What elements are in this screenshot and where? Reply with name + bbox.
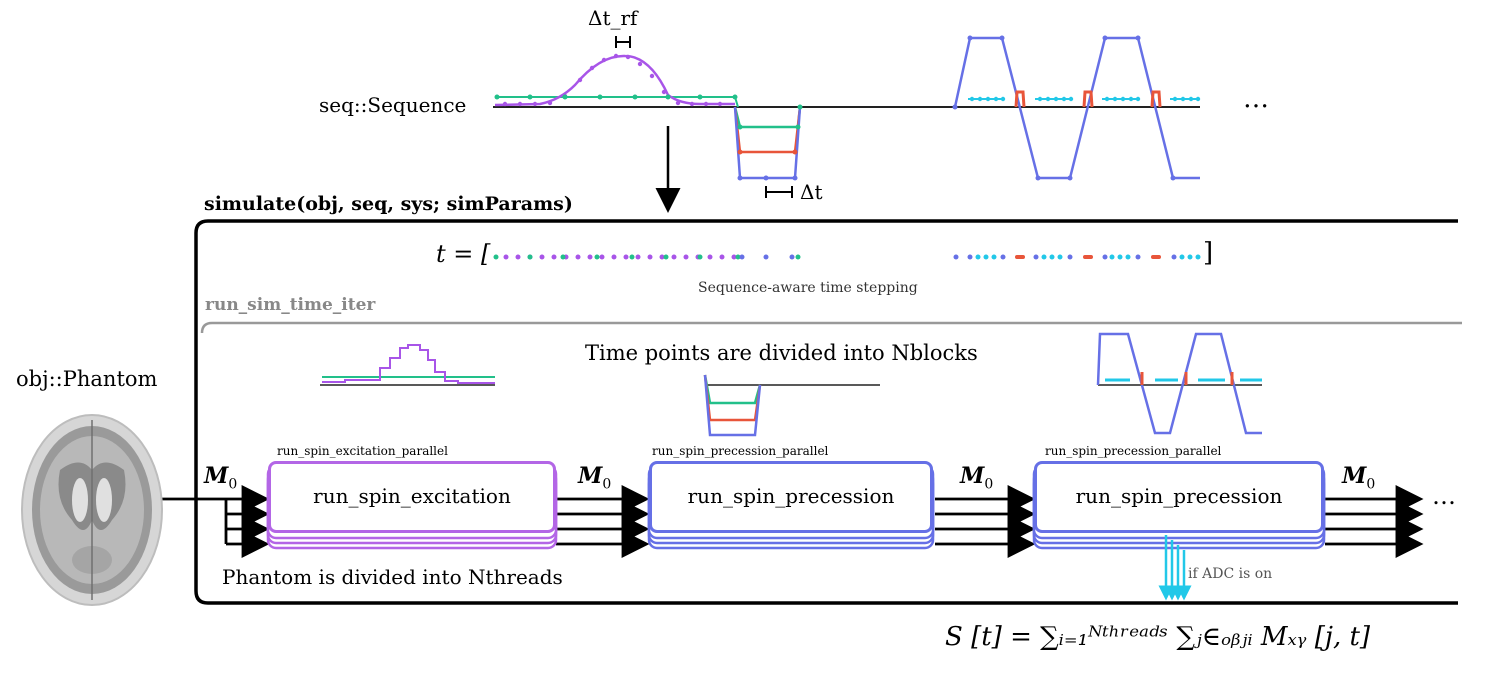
parallel-label-3: run_spin_precession_parallel <box>1045 444 1222 458</box>
m0-label-1: M0 <box>204 463 238 493</box>
run-sim-frame <box>200 321 1462 334</box>
adc-arrows <box>1158 535 1192 601</box>
time-vector-dots <box>493 254 1201 260</box>
adc-caption: if ADC is on <box>1188 566 1273 582</box>
phantom-label: obj::Phantom <box>16 367 158 391</box>
parallel-label-2: run_spin_precession_parallel <box>652 444 829 458</box>
m0-label-2: M0 <box>578 463 612 493</box>
mini-readout-waveform <box>1096 332 1262 435</box>
sequence-ellipsis: … <box>1243 84 1269 114</box>
blocks-caption: Time points are divided into Nblocks <box>585 341 978 365</box>
block-label-3: run_spin_precession <box>1075 483 1283 508</box>
threads-ellipsis: … <box>1432 482 1456 510</box>
delta-t-label: Δt <box>800 180 823 204</box>
mini-rf-waveform <box>320 344 495 386</box>
m0-label-3: M0 <box>960 463 994 493</box>
sequence-waveform <box>493 35 1201 198</box>
time-vector-prefix: t = [ <box>436 240 491 268</box>
parallel-label-1: run_spin_excitation_parallel <box>277 444 448 458</box>
block-run-spin-excitation: run_spin_excitation <box>268 461 556 533</box>
mini-gradient-waveform <box>703 374 880 437</box>
simulate-frame <box>194 219 1458 605</box>
thread-arrows <box>158 485 1424 558</box>
threads-caption: Phantom is divided into Nthreads <box>222 565 563 589</box>
simulate-call-label: simulate(obj, seq, sys; simParams) <box>204 193 573 215</box>
block-label-2: run_spin_precession <box>687 483 895 508</box>
time-stepping-caption: Sequence-aware time stepping <box>698 280 918 296</box>
sequence-label: seq::Sequence <box>319 93 467 117</box>
brain-mri-icon <box>21 414 163 606</box>
block-label-1: run_spin_excitation <box>313 483 511 508</box>
time-vector-suffix: ] <box>1203 238 1214 268</box>
block-run-spin-precession-2: run_spin_precession <box>1034 461 1324 533</box>
delta-t-rf-label: Δt_rf <box>588 6 638 30</box>
run-sim-label: run_sim_time_iter <box>205 295 376 315</box>
block-run-spin-precession-1: run_spin_precession <box>649 461 933 533</box>
signal-equation: S [t] = ∑ᵢ₌₁ᴺᵗʰʳᵉᵃᵈˢ ∑ⱼ∈ₒᵦⱼᵢ Mₓᵧ [j, t] <box>945 622 1371 652</box>
m0-label-4: M0 <box>1342 463 1376 493</box>
